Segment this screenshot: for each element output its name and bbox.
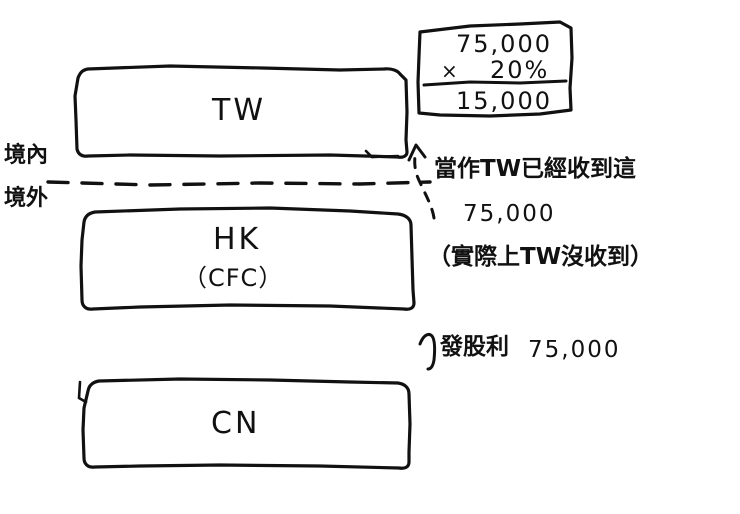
cn-box-edge-tick xyxy=(77,380,88,404)
calc-operator-symbol: × xyxy=(441,59,460,83)
calc-rate-value: 20% xyxy=(490,56,550,84)
entity-sublabel-hk-cfc: （CFC） xyxy=(183,264,284,292)
deemed-flow-arrow-shaft xyxy=(413,148,436,220)
calc-result-amount: 15,000 xyxy=(456,87,552,115)
entity-label-tw: TW xyxy=(212,93,266,128)
annotation-dividend-label: 發股利 xyxy=(440,334,509,360)
annotation-deemed-receipt-line1: 當作TW已經收到這 xyxy=(434,156,637,182)
region-label-domestic: 境內 xyxy=(4,143,49,168)
annotation-deemed-receipt-line3: （實際上TW沒收到） xyxy=(428,244,654,270)
cn-box-outline[interactable] xyxy=(81,377,412,470)
entity-label-hk: HK xyxy=(213,222,262,257)
tw-box-outline[interactable] xyxy=(73,64,409,159)
deemed-flow-arrow-head xyxy=(407,143,427,162)
entity-label-cn: CN xyxy=(211,406,261,441)
domestic-overseas-border-line xyxy=(46,180,432,187)
region-label-overseas: 境外 xyxy=(4,186,49,211)
tw-box-corner-tick xyxy=(364,149,400,159)
calc-box-outline[interactable] xyxy=(416,20,574,118)
annotation-deemed-receipt-amount: 75,000 xyxy=(463,201,556,227)
calc-box-divider xyxy=(422,79,568,87)
annotation-dividend-amount: 75,000 xyxy=(528,337,621,363)
calc-operand-amount: 75,000 xyxy=(456,30,552,58)
dividend-up-arrow-icon xyxy=(418,332,437,371)
hk-box-outline[interactable] xyxy=(79,206,416,311)
